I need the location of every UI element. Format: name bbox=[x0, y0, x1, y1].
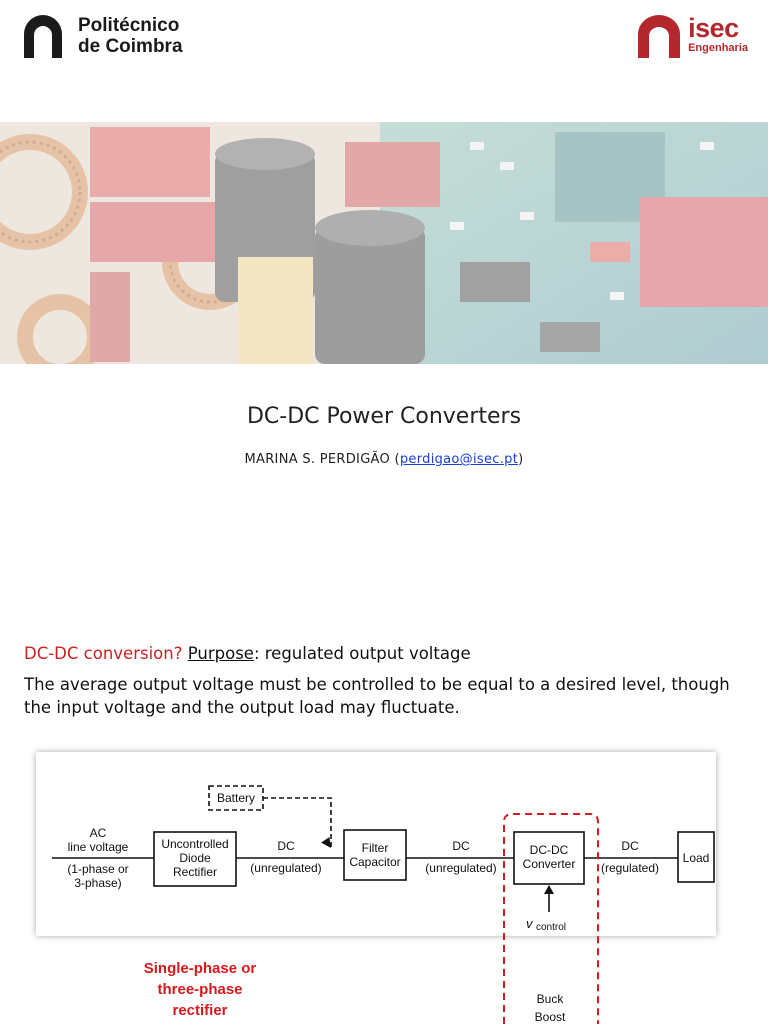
dc1-line1: DC bbox=[277, 839, 295, 853]
page-title: DC-DC Power Converters bbox=[246, 404, 522, 429]
dc2-line1: DC bbox=[452, 839, 470, 853]
isec-logo: isec Engenharia bbox=[636, 14, 748, 58]
banner-photo bbox=[0, 122, 768, 364]
dc2-line2: (unregulated) bbox=[425, 861, 496, 875]
author-email-link[interactable]: perdigao@isec.pt bbox=[399, 452, 519, 467]
rectifier-note: Single-phase or three-phase rectifier bbox=[120, 958, 280, 1021]
control-v: v bbox=[526, 916, 534, 931]
converter-line2: Converter bbox=[523, 857, 576, 871]
phase-label-line2: 3-phase) bbox=[74, 876, 121, 890]
isec-sub: Engenharia bbox=[688, 42, 748, 54]
block-diagram: AC line voltage (1-phase or 3-phase) Unc… bbox=[36, 752, 716, 936]
purpose-text: : regulated output voltage bbox=[253, 644, 471, 663]
author-name: MARINA S. PERDIGÃO bbox=[244, 452, 391, 467]
question-text: DC-DC conversion? bbox=[24, 644, 183, 663]
rectifier-note-line1: Single-phase or bbox=[143, 960, 257, 977]
converter-line1: DC-DC bbox=[530, 843, 569, 857]
rectifier-note-line2: three-phase bbox=[157, 981, 243, 998]
dc3-line1: DC bbox=[621, 839, 639, 853]
converter-types: Buck Boost bbox=[500, 990, 600, 1026]
rectifier-line3: Rectifier bbox=[173, 865, 217, 879]
purpose-label: Purpose bbox=[187, 644, 254, 663]
politecnico-logo: Politécnico de Coimbra bbox=[22, 14, 183, 58]
isec-name: isec bbox=[688, 13, 739, 43]
arch-logo-icon bbox=[24, 15, 62, 58]
logo-line1: Politécnico bbox=[78, 15, 180, 36]
dc3-line2: (regulated) bbox=[601, 861, 659, 875]
rectifier-box bbox=[153, 831, 237, 887]
rectifier-note-line3: rectifier bbox=[172, 1002, 228, 1019]
load-label: Load bbox=[683, 851, 710, 865]
isec-arch-icon bbox=[638, 15, 681, 58]
ac-label-line1: AC bbox=[90, 826, 107, 840]
section-heading: DC-DC conversion? Purpose: regulated out… bbox=[24, 644, 471, 663]
converter-type-buck: Buck bbox=[536, 992, 564, 1006]
load-box bbox=[677, 831, 715, 883]
phase-label-line1: (1-phase or bbox=[67, 862, 128, 876]
filter-line1: Filter bbox=[362, 841, 389, 855]
rectifier-line2: Diode bbox=[179, 851, 211, 865]
author-open-paren: ( bbox=[394, 452, 400, 467]
converter-type-boost: Boost bbox=[534, 1010, 566, 1024]
control-sub: control bbox=[536, 922, 566, 933]
filter-line2: Capacitor bbox=[349, 855, 400, 869]
rectifier-line1: Uncontrolled bbox=[161, 837, 228, 851]
battery-label: Battery bbox=[217, 791, 255, 805]
filter-box bbox=[343, 829, 407, 881]
section-paragraph: The average output voltage must be contr… bbox=[24, 675, 730, 717]
dc1-line2: (unregulated) bbox=[250, 861, 321, 875]
battery-box bbox=[208, 785, 264, 811]
author-line: MARINA S. PERDIGÃO (perdigao@isec.pt) bbox=[0, 452, 768, 467]
ac-label-line2: line voltage bbox=[68, 840, 129, 854]
author-close-paren: ) bbox=[518, 452, 524, 467]
logo-line2: de Coimbra bbox=[78, 36, 183, 57]
